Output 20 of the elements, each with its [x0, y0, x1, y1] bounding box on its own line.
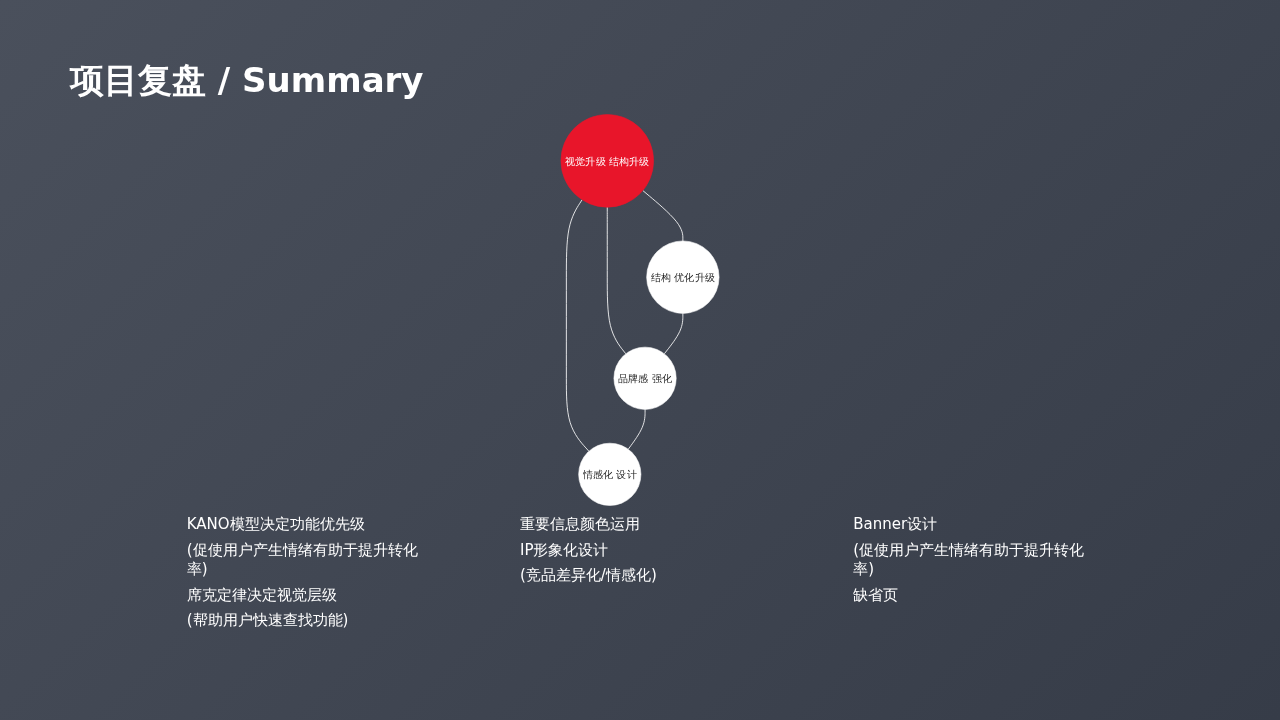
- page-title: 项目复盘 / Summary: [70, 59, 424, 102]
- connector: [627, 409, 646, 450]
- bullet-text: (促使用户产生情绪有助于提升转化率): [853, 540, 1086, 580]
- connector: [565, 199, 590, 452]
- node-circle: 视觉升级 结构升级: [560, 114, 654, 208]
- bullet-text: 席克定律决定视觉层级: [186, 585, 338, 605]
- node-circle: 品牌感 强化: [613, 346, 677, 410]
- bullet-text: (促使用户产生情绪有助于提升转化率): [186, 540, 419, 580]
- node-circle: 结构 优化升级: [646, 240, 720, 314]
- bullet-text: KANO模型决定功能优先级: [186, 515, 366, 535]
- bullet-text: Banner设计: [853, 515, 939, 535]
- bullet-text: IP形象化设计: [520, 540, 610, 560]
- bullet-text: 缺省页: [853, 585, 900, 605]
- bullet-text: (竞品差异化/情感化): [520, 566, 658, 586]
- bullet-text: (帮助用户快速查找功能): [186, 611, 350, 631]
- connector: [663, 312, 684, 355]
- connector: [642, 190, 684, 242]
- connector: [606, 206, 627, 355]
- bullet-text: 重要信息颜色运用: [520, 515, 641, 535]
- node-circle: 情感化 设计: [578, 442, 642, 506]
